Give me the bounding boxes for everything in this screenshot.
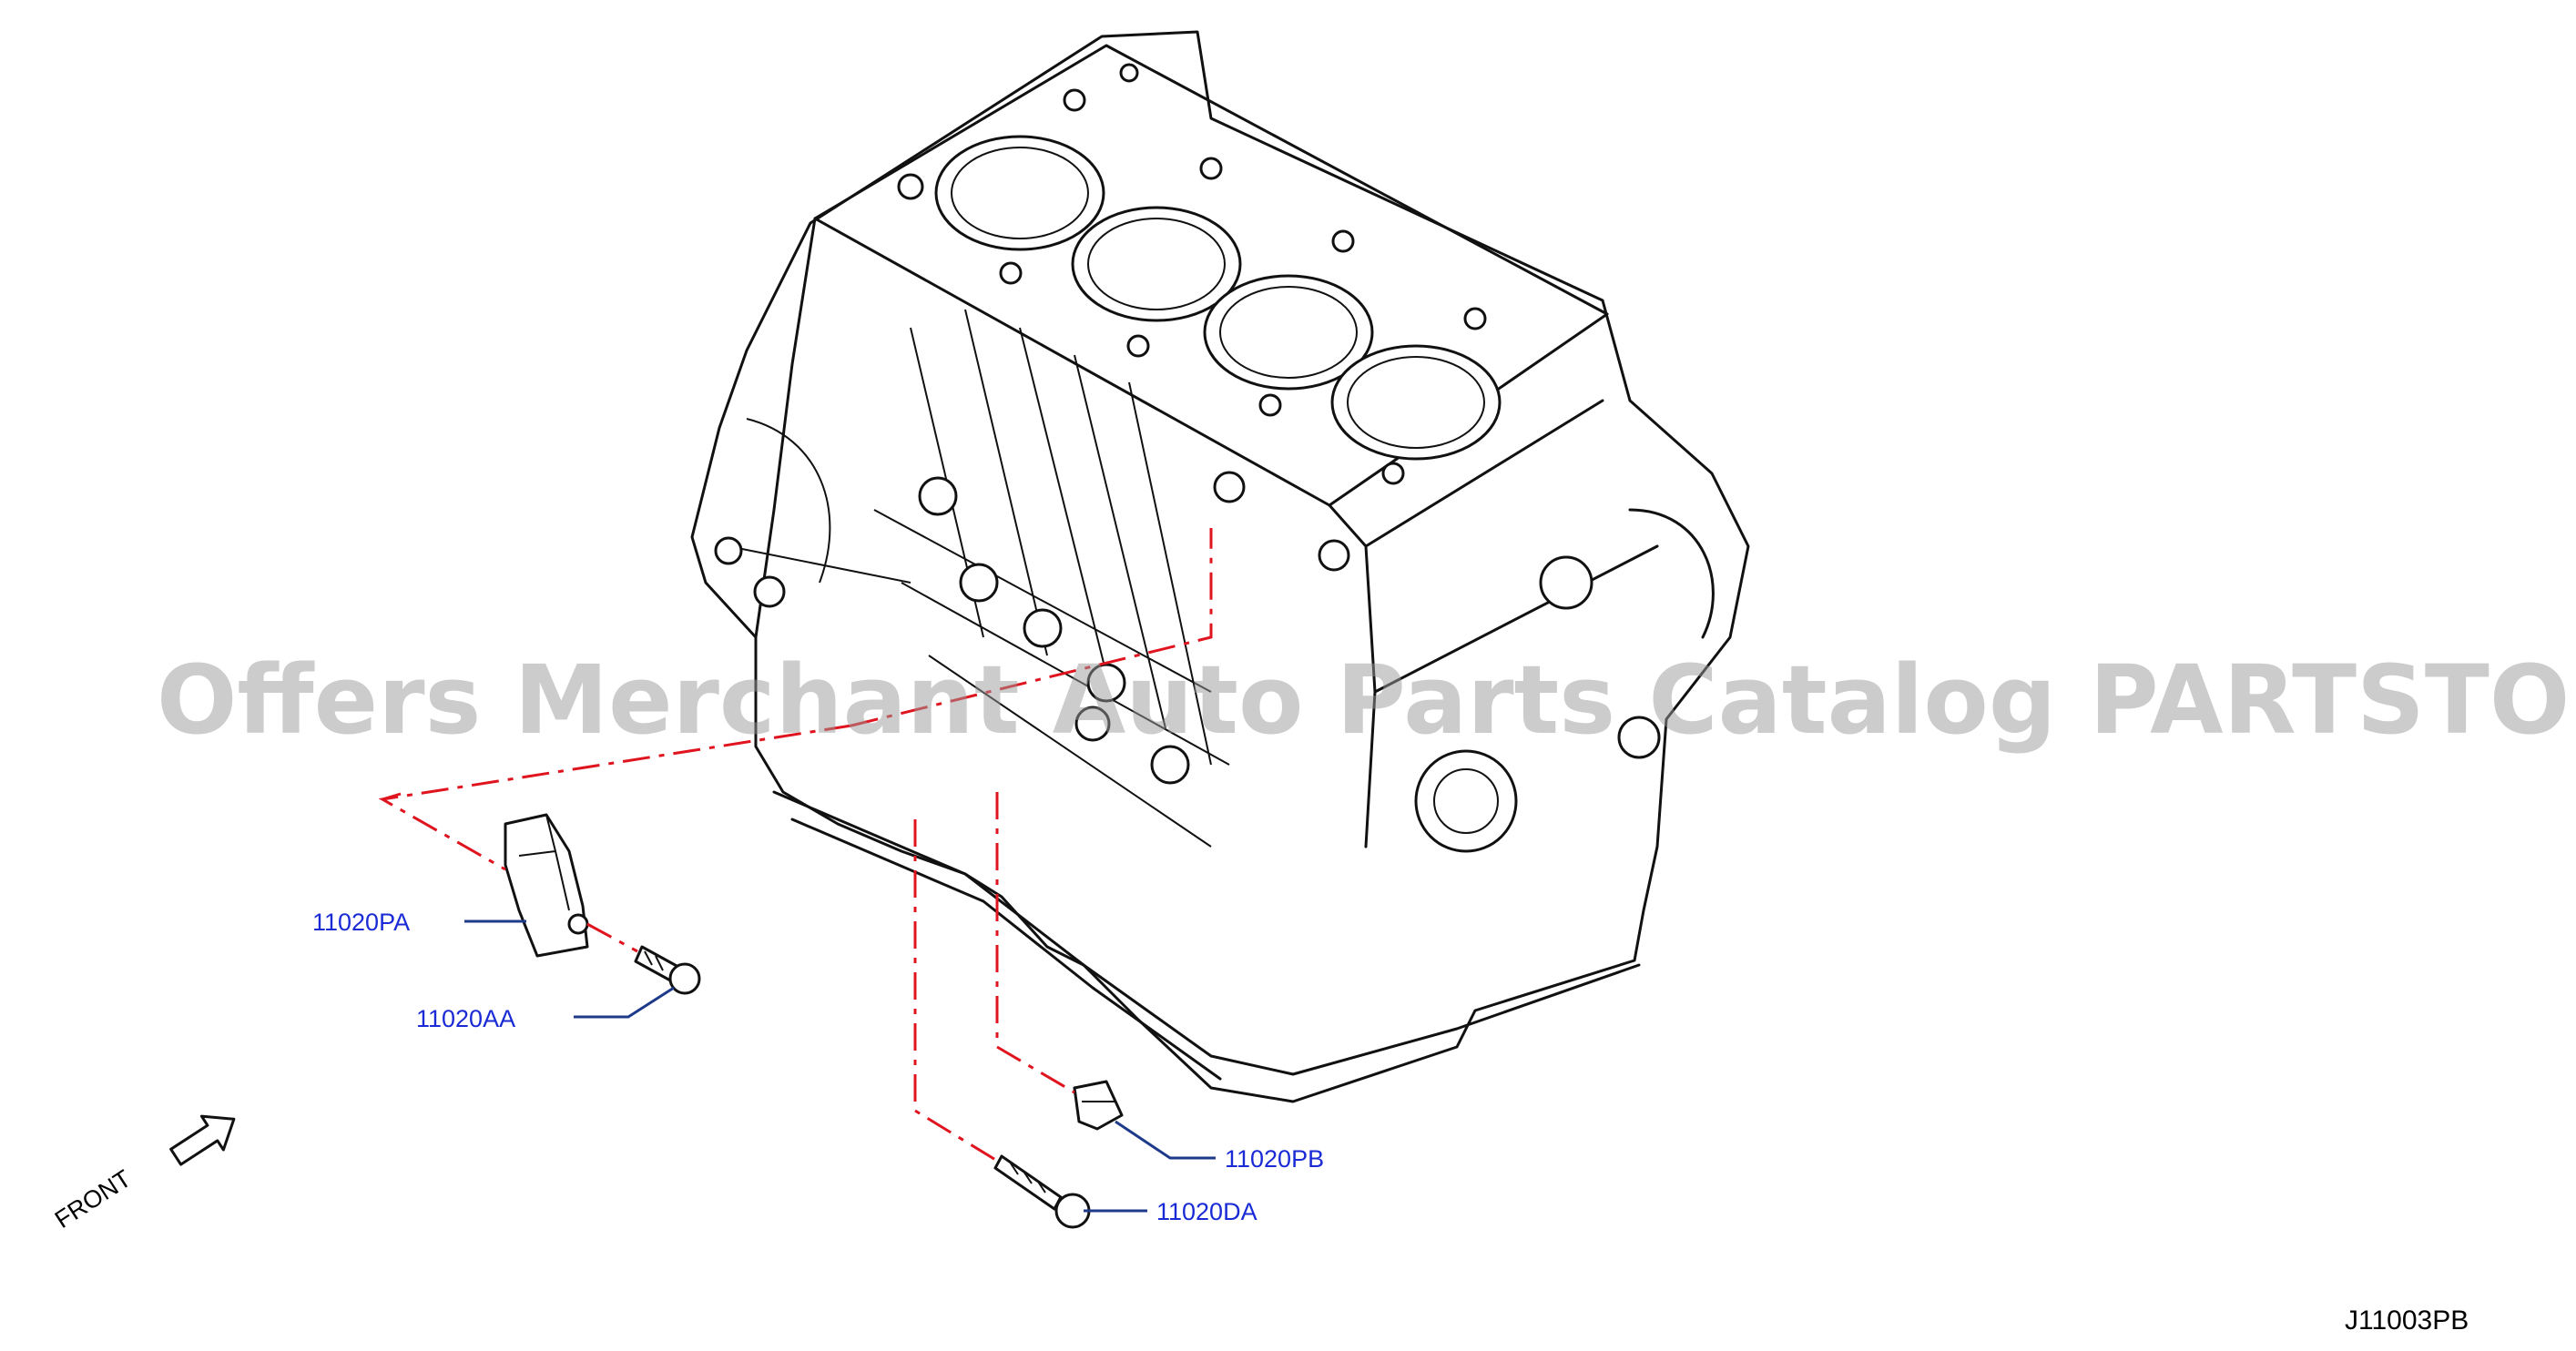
callout-11020pb[interactable]: 11020PB [1225,1145,1324,1173]
callout-11020aa[interactable]: 11020AA [416,1005,515,1032]
watermark: Offers Merchant Auto Parts Catalog PARTS… [157,645,2576,756]
callout-11020da[interactable]: 11020DA [1156,1198,1257,1225]
oil-pan-rail [772,790,1641,1081]
deck-surface [813,44,1609,507]
crank-bore [1414,508,1715,853]
front-indicator: FRONT [50,1114,236,1234]
callout-11020pa[interactable]: 11020PA [312,909,410,936]
leader-lines [464,919,1216,1213]
front-arrow-icon [169,1114,236,1166]
bolt-11020da [993,1154,1091,1229]
bore-3 [1203,274,1374,391]
cylinder-block-drawing [690,30,1750,1103]
cylinder-bores [934,135,1502,461]
figure-id: J11003PB [2345,1305,2469,1336]
bore-1 [934,135,1105,251]
leader-pb [1115,1120,1216,1160]
block-silhouette [690,30,1750,1103]
dash-line-pb [995,792,1075,1094]
dash-line-upper [850,528,1213,727]
side-bosses [714,471,1350,785]
dash-line-da [913,819,998,1163]
bore-4 [1330,344,1502,461]
bolt-holes [897,63,1487,485]
front-label: FRONT [50,1164,136,1234]
bore-2 [1071,206,1242,322]
assembly-lines [378,528,1213,1163]
bolt-11020aa [634,945,701,995]
dash-line-aa [586,922,638,953]
leader-aa [574,986,675,1019]
plug-11020pb [1073,1080,1124,1131]
bracket-11020pa [504,813,589,958]
front-face-edges [754,217,1659,848]
